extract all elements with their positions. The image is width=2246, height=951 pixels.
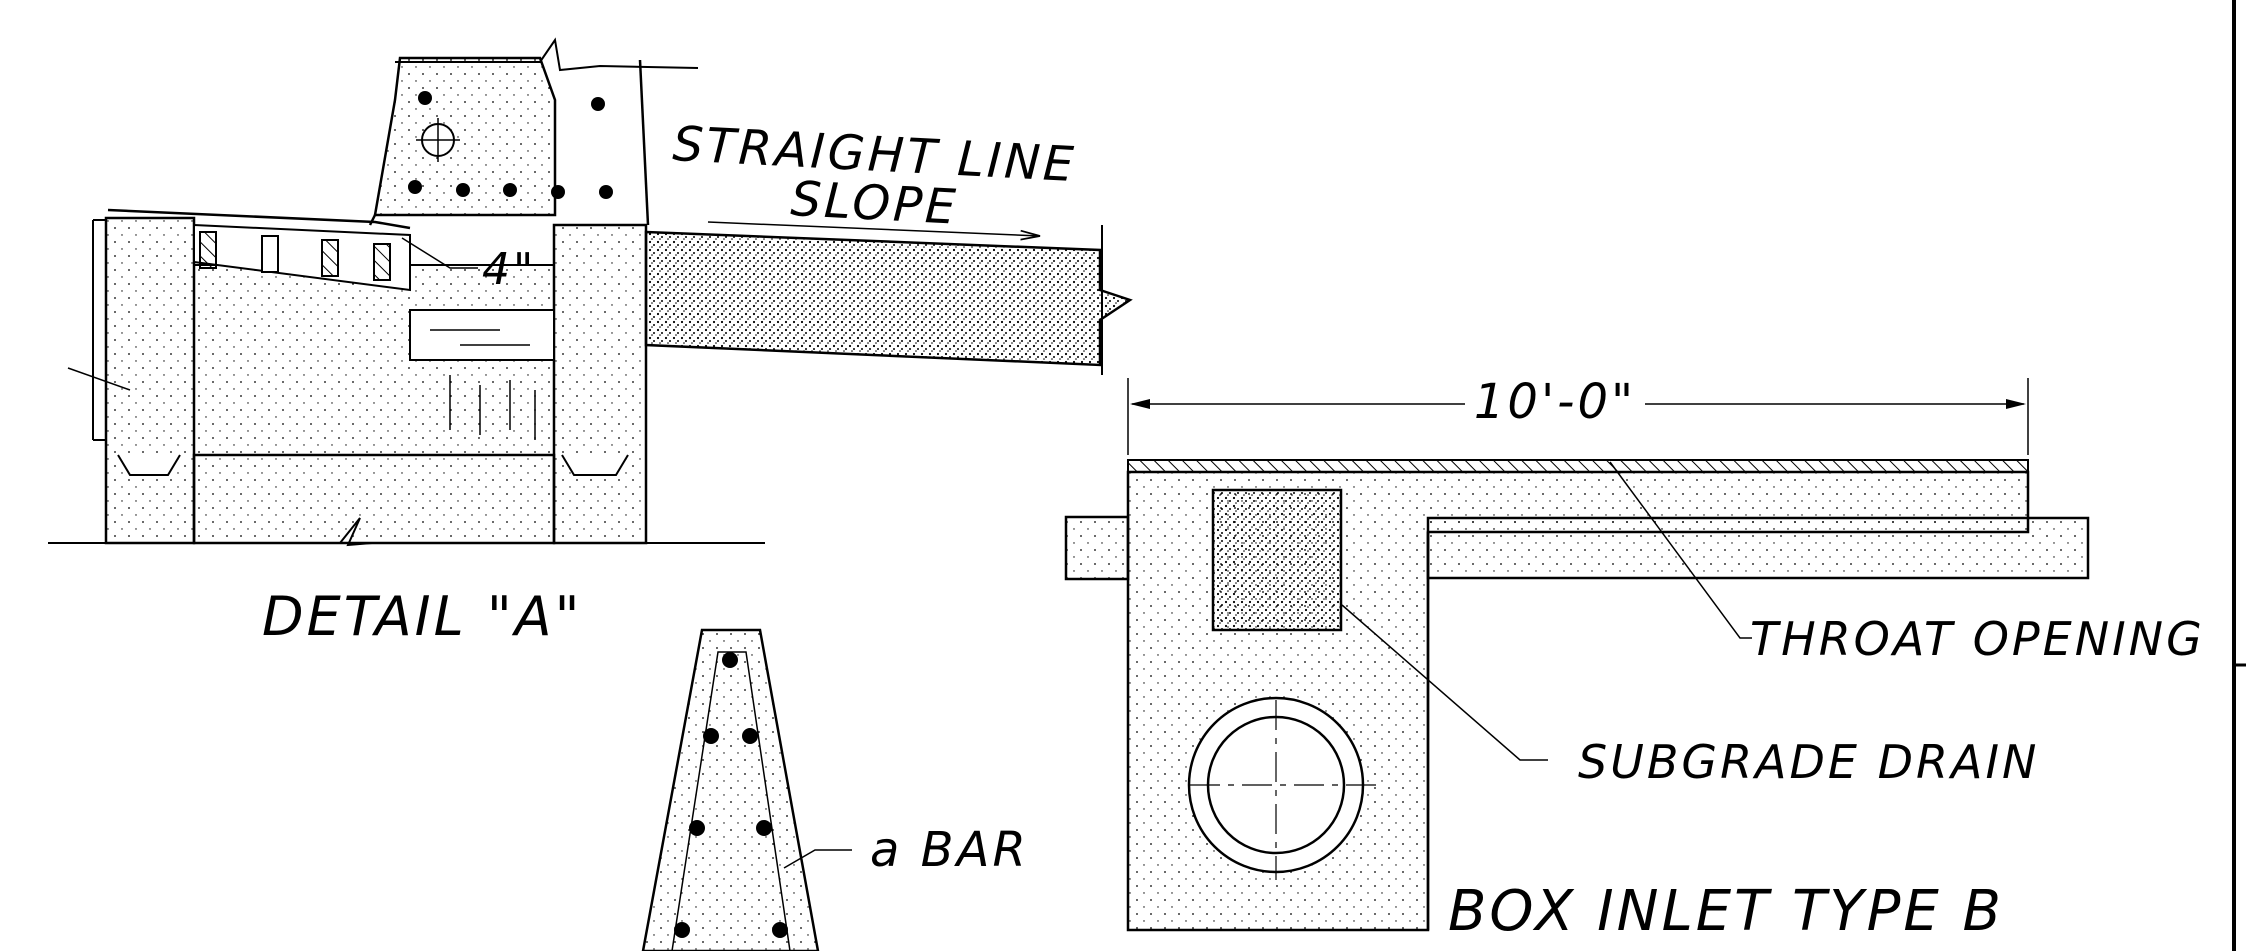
rebar	[756, 820, 772, 836]
grate-bar	[199, 231, 217, 269]
rebar	[599, 185, 613, 199]
grate-bar	[373, 243, 391, 281]
keyway	[561, 454, 629, 476]
grate-bar	[261, 235, 279, 273]
slope-arrow	[707, 221, 1040, 236]
rebar	[456, 183, 470, 197]
detail-a-section	[48, 37, 1133, 547]
box-inlet-title: BOX INLET TYPE B	[1448, 879, 2004, 944]
dim-10ft-label: 10'-0"	[1474, 374, 1636, 430]
throat-hatch-strip	[1127, 459, 2029, 473]
rebar	[418, 91, 432, 105]
dim-4in-label: 4"	[482, 244, 536, 295]
left-wall	[104, 216, 196, 545]
subgrade-drain-box	[1211, 488, 1343, 632]
detail-a-title: DETAIL "A"	[262, 585, 582, 648]
water-box	[409, 309, 555, 361]
rebar	[703, 728, 719, 744]
rebar	[722, 652, 738, 668]
a-bar-section	[641, 628, 852, 951]
pavement-slab	[644, 230, 1133, 367]
rebar	[742, 728, 758, 744]
rebar	[408, 180, 422, 194]
subgrade-drain-label: SUBGRADE DRAIN	[1578, 735, 2039, 789]
bar-section-outline	[641, 628, 820, 951]
right-wall	[552, 223, 648, 545]
box-inlet-plan	[1064, 378, 2090, 932]
grate-bar	[321, 239, 339, 277]
throat-leader	[1609, 461, 1752, 639]
subgrade-leader	[1341, 604, 1548, 761]
left-stub	[1064, 515, 1130, 581]
slope-label: SLOPE	[789, 171, 959, 236]
rebar	[551, 185, 565, 199]
rebar	[674, 922, 690, 938]
grate-frame	[193, 223, 411, 292]
a-bar-leader	[783, 849, 852, 869]
inlet-base	[192, 453, 556, 545]
rebar	[772, 922, 788, 938]
top-slab-line	[107, 208, 411, 230]
bar-section-inner	[671, 651, 791, 951]
a-bar-label: a BAR	[870, 822, 1029, 878]
curb-break-line	[395, 37, 699, 72]
throat-opening-label: THROAT OPENING	[1750, 612, 2205, 666]
keyway	[117, 454, 181, 476]
apron-slab	[1426, 516, 2090, 580]
dim-4in-leader	[401, 237, 478, 269]
rebar	[591, 97, 605, 111]
rebar	[503, 183, 517, 197]
rebar	[689, 820, 705, 836]
